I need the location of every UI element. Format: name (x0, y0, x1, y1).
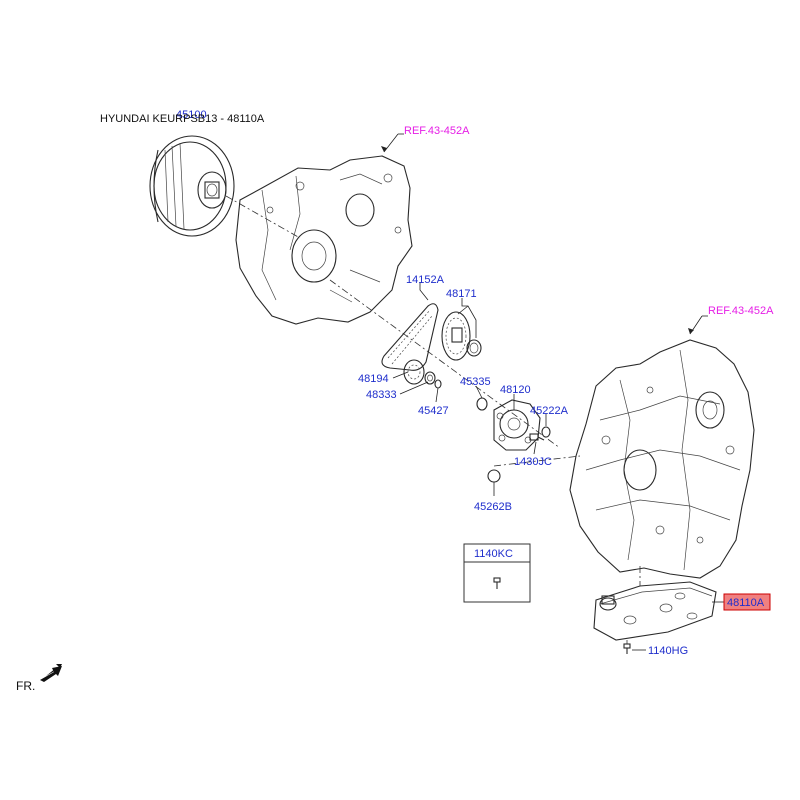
label-48120[interactable]: 48120 (500, 384, 531, 396)
front-label: FR. (16, 679, 35, 693)
label-45427[interactable]: 45427 (418, 405, 449, 417)
label-1430JC[interactable]: 1430JC (514, 456, 552, 468)
label-45222A[interactable]: 45222A (530, 405, 569, 417)
upper-transmission-housing[interactable] (235, 155, 413, 325)
sprocket-washer[interactable] (424, 371, 436, 385)
o-ring-45262B[interactable] (487, 469, 501, 483)
ref-label-upper[interactable]: REF.43-452A (404, 125, 470, 137)
ref-upper-arrow (381, 146, 387, 152)
label-48110A[interactable]: 48110A (727, 597, 765, 609)
label-45262B[interactable]: 45262B (474, 501, 512, 513)
label-45100[interactable]: 45100 (176, 109, 207, 121)
sprocket-bushing[interactable] (466, 339, 482, 357)
snap-ring-45427[interactable] (434, 379, 442, 389)
converter-axis-line (225, 195, 301, 239)
ref-upper-leader (383, 133, 399, 153)
bolt-1140HG[interactable] (623, 643, 631, 654)
ref-right-arrow (688, 328, 694, 334)
o-ring-45222A[interactable] (541, 426, 551, 438)
label-45335[interactable]: 45335 (460, 376, 491, 388)
label-48194[interactable]: 48194 (358, 373, 389, 385)
main-transmission-housing[interactable] (569, 339, 755, 579)
drive-chain[interactable] (381, 303, 439, 371)
label-1140HG[interactable]: 1140HG (648, 645, 688, 657)
driven-sprocket[interactable] (441, 311, 471, 361)
label-1140KC[interactable]: 1140KC (474, 548, 513, 560)
o-ring-45335[interactable] (476, 397, 488, 411)
part-box-1140KC (463, 543, 531, 603)
highlight-48110A-box (723, 593, 771, 611)
header-model-text: HYUNDAI KEURPSB13 - 48110A (100, 113, 265, 125)
ref-label-right[interactable]: REF.43-452A (708, 305, 774, 317)
label-14152A[interactable]: 14152A (406, 274, 445, 286)
bolt-1430JC[interactable] (529, 433, 545, 441)
bolt-1140KC[interactable] (493, 577, 501, 589)
label-48333[interactable]: 48333 (366, 389, 397, 401)
oil-filter[interactable] (593, 581, 717, 641)
front-direction-icon (40, 666, 62, 682)
torque-converter[interactable] (149, 135, 235, 237)
housing-axis-line (329, 279, 561, 449)
leader-lines (392, 282, 724, 651)
label-48171[interactable]: 48171 (446, 288, 477, 300)
